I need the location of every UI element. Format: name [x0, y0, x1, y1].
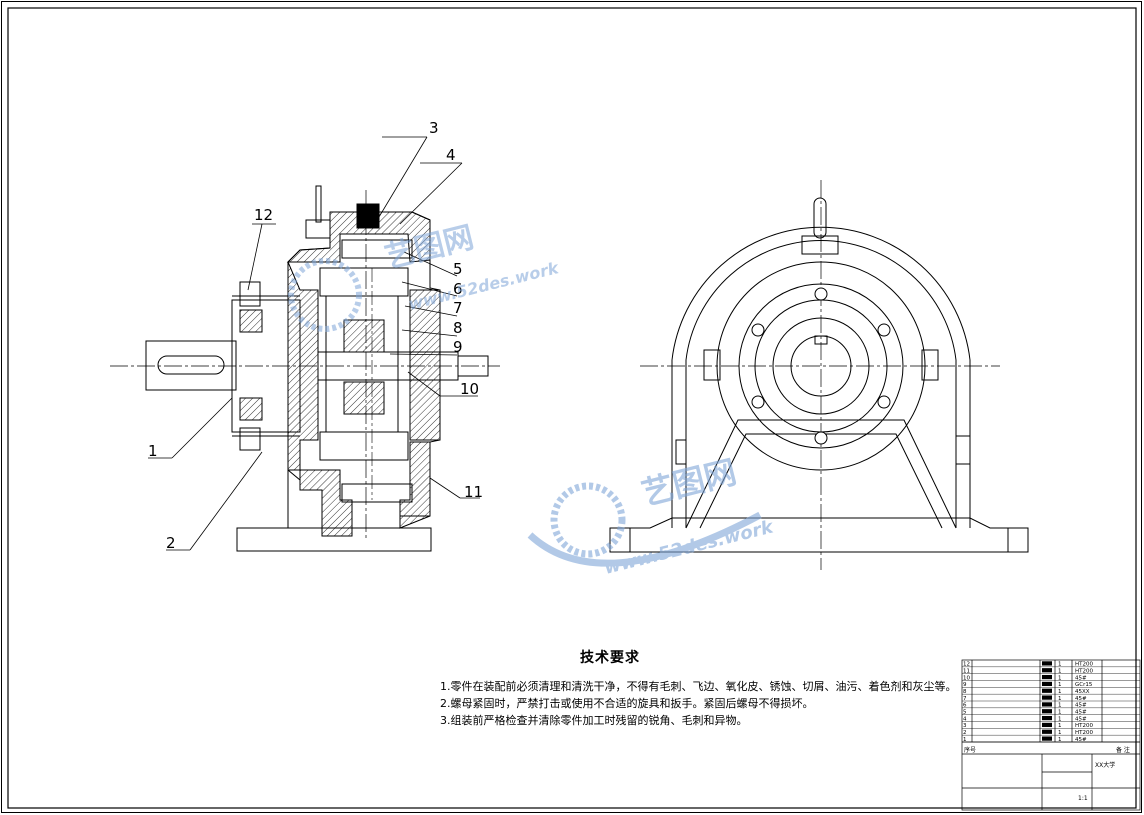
parts-cell-no: 11	[963, 668, 970, 674]
balloon-4: 4	[446, 146, 456, 164]
requirement-1: 1.零件在装配前必须清理和清洗干净，不得有毛刺、飞边、氧化皮、锈蚀、切屑、油污、…	[440, 680, 957, 693]
parts-name-block	[1042, 695, 1052, 700]
parts-name-block	[1042, 681, 1052, 687]
balloon-12: 12	[254, 206, 273, 224]
parts-name-block	[1042, 688, 1052, 693]
parts-cell-qty: 1	[1058, 682, 1062, 688]
balloon-6: 6	[453, 280, 463, 298]
parts-cell-material: 45#	[1075, 675, 1087, 681]
parts-cell-qty: 1	[1058, 675, 1062, 681]
balloon-11: 11	[464, 483, 483, 501]
input-shaft	[145, 340, 237, 391]
parts-cell-material: 45#	[1075, 709, 1087, 715]
parts-cell-qty: 1	[1058, 703, 1062, 709]
parts-name-block	[1042, 715, 1052, 721]
vent-plug	[356, 203, 380, 229]
parts-cell-qty: 1	[1058, 689, 1062, 695]
parts-name-block	[1042, 661, 1052, 666]
balloon-2: 2	[166, 534, 176, 552]
parts-cell-material: 45XX	[1075, 689, 1090, 695]
scale: 1:1	[1078, 795, 1088, 802]
parts-cell-material: 45#	[1075, 716, 1087, 722]
outer-housing	[671, 226, 971, 528]
parts-cell-qty: 1	[1058, 723, 1062, 729]
balloon-8: 8	[453, 319, 463, 337]
parts-footer-right: 备 注	[1116, 746, 1130, 754]
parts-cell-no: 10	[963, 675, 970, 681]
requirement-2: 2.螺母紧固时，严禁打击或使用不合适的旋具和扳手。紧固后螺母不得损坏。	[440, 697, 814, 710]
balloon-1: 1	[148, 442, 158, 460]
balloon-7: 7	[453, 299, 463, 317]
balloon-3: 3	[429, 119, 439, 137]
parts-cell-no: 7	[963, 696, 967, 702]
parts-cell-material: 45#	[1075, 703, 1087, 709]
parts-cell-no: 6	[963, 703, 967, 709]
inner-frame	[7, 7, 1137, 809]
parts-cell-qty: 1	[1058, 709, 1062, 715]
parts-name-block	[1042, 729, 1052, 734]
balloon-5: 5	[453, 260, 463, 278]
parts-cell-material: 45#	[1075, 737, 1087, 743]
parts-cell-qty: 1	[1058, 662, 1062, 668]
balloon-leaders	[148, 136, 480, 551]
parts-name-block	[1042, 736, 1052, 741]
parts-name-block	[1042, 702, 1052, 707]
parts-cell-no: 4	[963, 716, 967, 722]
balloons: 3 4 5 6 7 8 9 10 11 12 1 2	[148, 119, 483, 552]
parts-cell-no: 2	[963, 730, 967, 736]
parts-cell-no: 8	[963, 689, 967, 695]
parts-cell-no: 5	[963, 709, 967, 715]
parts-cell-material: HT200	[1075, 662, 1093, 668]
balloon-10: 10	[460, 380, 479, 398]
parts-footer-left: 序号	[964, 746, 976, 754]
balloon-9: 9	[453, 338, 463, 356]
technical-requirements-title: 技术要求	[580, 650, 640, 666]
parts-cell-material: GCr15	[1075, 682, 1093, 688]
parts-cell-no: 9	[963, 682, 967, 688]
flange	[716, 261, 926, 471]
school-name: XX大学	[1095, 761, 1115, 769]
parts-name-block	[1042, 722, 1052, 728]
parts-cell-qty: 1	[1058, 737, 1062, 743]
parts-cell-qty: 1	[1058, 668, 1062, 674]
end-view	[609, 180, 1029, 570]
title-block: 序号 备 注 XX大学 1:1	[964, 746, 1130, 802]
parts-cell-no: 1	[963, 737, 967, 743]
requirement-3: 3.组装前严格检查并清除零件加工时残留的锐角、毛刺和异物。	[440, 714, 748, 727]
parts-cell-material: 45#	[1075, 696, 1087, 702]
parts-name-block	[1042, 674, 1052, 680]
parts-cell-material: HT200	[1075, 730, 1093, 736]
parts-cell-material: HT200	[1075, 668, 1093, 674]
end-base	[609, 517, 1029, 553]
parts-cell-qty: 1	[1058, 730, 1062, 736]
technical-requirements: 1.零件在装配前必须清理和清洗干净，不得有毛刺、飞边、氧化皮、锈蚀、切屑、油污、…	[440, 678, 957, 729]
parts-cell-material: HT200	[1075, 723, 1093, 729]
parts-cell-no: 3	[963, 723, 967, 729]
parts-cell-qty: 1	[1058, 716, 1062, 722]
parts-cell-qty: 1	[1058, 696, 1062, 702]
parts-name-block	[1042, 709, 1052, 714]
parts-name-block	[1042, 668, 1052, 673]
parts-cell-no: 12	[963, 662, 970, 668]
